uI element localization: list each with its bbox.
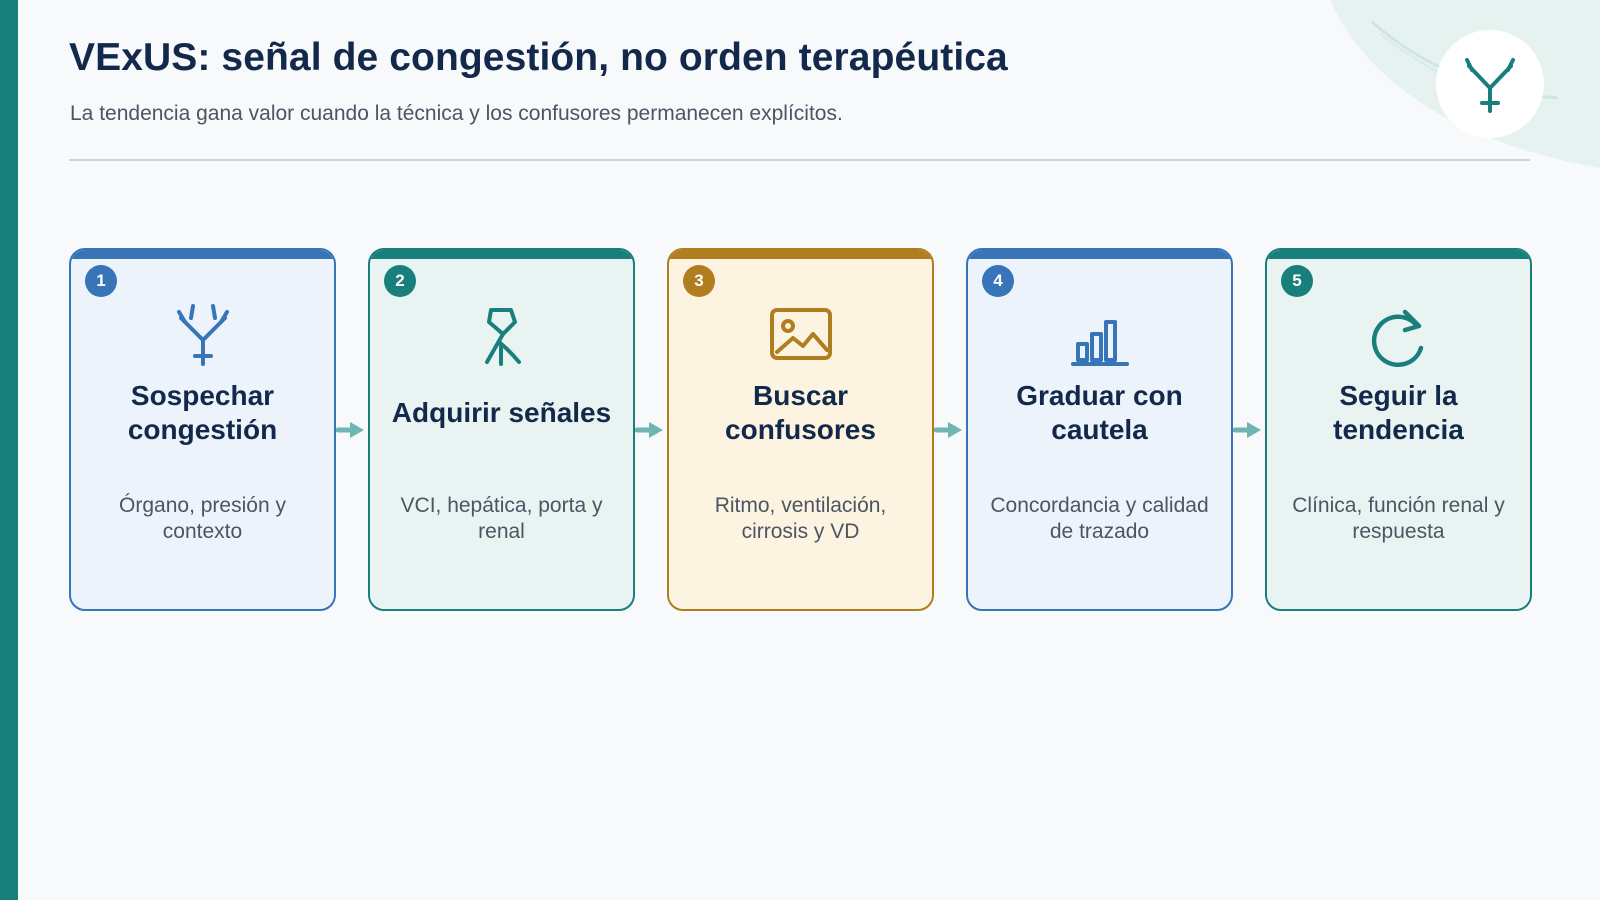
bar-chart-icon (1070, 320, 1129, 366)
step-title: Seguir la tendencia (1333, 380, 1464, 445)
accent-bar (0, 0, 18, 900)
step-number-badge: 1 (85, 265, 117, 297)
step-number-badge: 2 (384, 265, 416, 297)
step-card-1: 1 Sospechar congestión Órgano, presión y… (69, 248, 336, 611)
card-accent (968, 250, 1231, 259)
step-number-badge: 3 (683, 265, 715, 297)
step-card-4: 4 Graduar con cautela Concordancia y cal… (966, 248, 1233, 611)
step-description: Ritmo, ventilación, cirrosis y VD (714, 494, 887, 543)
image-icon (769, 308, 832, 360)
step-title: Graduar con cautela (1016, 380, 1183, 445)
arrow-icon (635, 422, 663, 438)
step-card-5: 5 Seguir la tendencia Clínica, función r… (1265, 248, 1532, 611)
vein-branch-icon (1465, 58, 1515, 113)
arrow-icon (1233, 422, 1261, 438)
arrow-icon (336, 422, 364, 438)
step-description: Clínica, función renal y respuesta (1292, 494, 1505, 543)
step-description: Concordancia y calidad de trazado (990, 494, 1209, 543)
step-card-3: 3 Buscar confusores Ritmo, ventilación, … (667, 248, 934, 611)
refresh-icon (1371, 309, 1423, 368)
step-description: Órgano, presión y contexto (119, 494, 286, 543)
ultrasound-probe-icon (484, 308, 521, 366)
arrow-icon (934, 422, 962, 438)
step-description: VCI, hepática, porta y renal (400, 494, 603, 543)
page-title: VExUS: señal de congestión, no orden ter… (69, 36, 1008, 79)
step-title: Sospechar congestión (127, 380, 278, 445)
card-accent (1267, 250, 1530, 259)
card-accent (71, 250, 334, 259)
logo (1436, 30, 1544, 138)
step-title: Adquirir señales (391, 397, 612, 428)
card-accent (669, 250, 932, 259)
divider (69, 159, 1530, 161)
vein-branch-icon (176, 304, 229, 366)
step-title: Buscar confusores (725, 380, 876, 445)
step-card-2: 2 Adquirir señales VCI, hepática, porta … (368, 248, 635, 611)
step-number-badge: 5 (1281, 265, 1313, 297)
step-number-badge: 4 (982, 265, 1014, 297)
card-accent (370, 250, 633, 259)
page-subtitle: La tendencia gana valor cuando la técnic… (70, 102, 843, 125)
